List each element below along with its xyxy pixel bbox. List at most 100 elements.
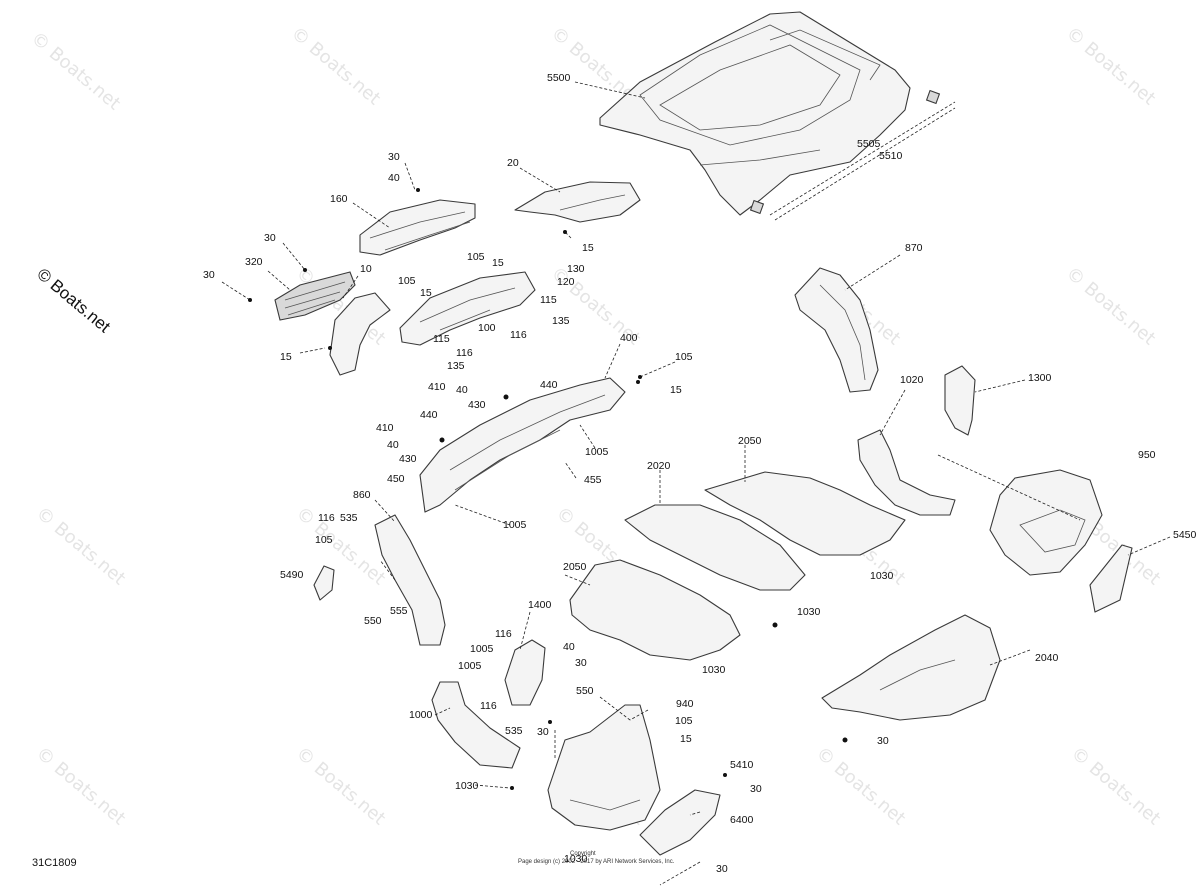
callout-115[interactable]: 115 [433,333,450,345]
part-2050-mat-lower[interactable] [569,559,741,661]
part-100-support[interactable] [399,271,536,346]
callout-1400[interactable]: 1400 [528,599,552,611]
callout-1030[interactable]: 1030 [455,780,479,792]
callout-1030[interactable]: 1030 [564,853,588,865]
part-940-footwell[interactable] [547,704,661,831]
callout-440[interactable]: 440 [540,379,558,391]
callout-440[interactable]: 440 [420,409,438,421]
callout-455[interactable]: 455 [584,474,602,486]
callout-120[interactable]: 120 [557,276,575,288]
callout-6400[interactable]: 6400 [730,814,754,826]
callout-135[interactable]: 135 [552,315,570,327]
callout-1005[interactable]: 1005 [470,643,494,655]
part-6400-guard[interactable] [639,789,721,856]
callout-105[interactable]: 105 [467,251,485,263]
callout-116[interactable]: 116 [480,700,497,712]
callout-2020[interactable]: 2020 [647,460,671,472]
callout-5450[interactable]: 5450 [1173,529,1197,541]
callout-116[interactable]: 116 [456,347,473,359]
callout-20[interactable]: 20 [507,157,519,169]
part-400-console[interactable] [419,377,626,513]
part-320-grille[interactable] [274,271,356,321]
part-1020-trim[interactable] [857,429,956,516]
callout-1030[interactable]: 1030 [797,606,821,618]
callout-870[interactable]: 870 [905,242,923,254]
part-2040-floor[interactable] [821,614,1001,721]
callout-1005[interactable]: 1005 [585,446,609,458]
callout-5410[interactable]: 5410 [730,759,754,771]
callout-105[interactable]: 105 [315,534,333,546]
callout-40[interactable]: 40 [388,172,400,184]
callout-160[interactable]: 160 [330,193,348,205]
callout-115[interactable]: 115 [540,294,557,306]
callout-15[interactable]: 15 [492,257,504,269]
callout-30[interactable]: 30 [537,726,549,738]
callout-410[interactable]: 410 [376,422,394,434]
callout-1005[interactable]: 1005 [503,519,527,531]
part-2020-mat[interactable] [624,504,806,591]
callout-10[interactable]: 10 [360,263,372,275]
callout-116[interactable]: 116 [510,329,527,341]
callout-860[interactable]: 860 [353,489,371,501]
callout-15[interactable]: 15 [280,351,292,363]
callout-100[interactable]: 100 [478,322,496,334]
callout-30[interactable]: 30 [264,232,276,244]
callout-430[interactable]: 430 [468,399,486,411]
callout-1030[interactable]: 1030 [702,664,726,676]
callout-30[interactable]: 30 [877,735,889,747]
part-10-bracket[interactable] [329,292,391,376]
part-5490-clip[interactable] [313,565,335,601]
callout-550[interactable]: 550 [576,685,594,697]
callout-940[interactable]: 940 [676,698,694,710]
part-870-panel[interactable] [794,267,879,393]
callout-2040[interactable]: 2040 [1035,652,1059,664]
callout-1020[interactable]: 1020 [900,374,924,386]
callout-1000[interactable]: 1000 [409,709,433,721]
callout-1030[interactable]: 1030 [870,570,894,582]
part-2050-mat-right[interactable] [704,471,906,556]
callout-135[interactable]: 135 [447,360,465,372]
part-860-pillar[interactable] [374,514,446,646]
callout-555[interactable]: 555 [390,605,408,617]
callout-30[interactable]: 30 [750,783,762,795]
callout-130[interactable]: 130 [567,263,585,275]
callout-105[interactable]: 105 [398,275,416,287]
part-160-dash-top[interactable] [359,199,476,256]
callout-105[interactable]: 105 [675,351,693,363]
callout-450[interactable]: 450 [387,473,405,485]
callout-430[interactable]: 430 [399,453,417,465]
callout-15[interactable]: 15 [420,287,432,299]
callout-950[interactable]: 950 [1138,449,1156,461]
callout-410[interactable]: 410 [428,381,446,393]
part-1400-bracket[interactable] [504,639,546,706]
callout-40[interactable]: 40 [456,384,468,396]
part-20-cover[interactable] [514,181,641,223]
part-1300-trim[interactable] [944,365,976,436]
callout-30[interactable]: 30 [388,151,400,163]
callout-550[interactable]: 550 [364,615,382,627]
callout-1300[interactable]: 1300 [1028,372,1052,384]
callout-30[interactable]: 30 [203,269,215,281]
callout-400[interactable]: 400 [620,332,638,344]
callout-15[interactable]: 15 [680,733,692,745]
callout-5500[interactable]: 5500 [547,72,571,84]
callout-5510[interactable]: 5510 [879,150,903,162]
callout-5505[interactable]: 5505 [857,138,881,150]
callout-15[interactable]: 15 [582,242,594,254]
callout-40[interactable]: 40 [387,439,399,451]
callout-2050[interactable]: 2050 [738,435,762,447]
callout-15[interactable]: 15 [670,384,682,396]
callout-30[interactable]: 30 [575,657,587,669]
part-950-storage[interactable] [989,469,1103,576]
callout-1005[interactable]: 1005 [458,660,482,672]
callout-535[interactable]: 535 [340,512,358,524]
part-5450-panel[interactable] [1089,544,1133,613]
callout-116[interactable]: 116 [495,628,512,640]
part-1000-rail[interactable] [431,681,521,769]
callout-40[interactable]: 40 [563,641,575,653]
callout-30[interactable]: 30 [716,863,728,875]
callout-105[interactable]: 105 [675,715,693,727]
callout-320[interactable]: 320 [245,256,263,268]
part-5500-roof[interactable] [599,11,941,216]
callout-535[interactable]: 535 [505,725,523,737]
